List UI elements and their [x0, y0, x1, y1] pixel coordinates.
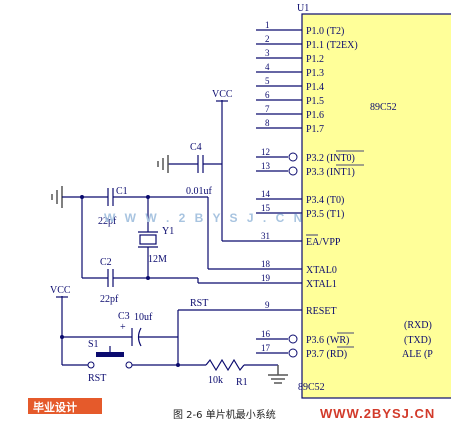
pin-num: 14	[261, 189, 271, 199]
pin-num: 5	[265, 76, 270, 86]
r1-value: 10k	[208, 375, 223, 386]
pin-num: 18	[261, 259, 271, 269]
pin-label: P1.4	[306, 82, 324, 93]
pin-label: P1.0 (T2)	[306, 26, 344, 37]
ground-symbol-reset	[268, 365, 288, 384]
c3-capacitor: + C3 10uf	[62, 311, 178, 347]
c2-ref: C2	[100, 257, 112, 268]
pin-label: P3.5 (T1)	[306, 209, 344, 220]
pin-num: 19	[261, 273, 271, 283]
chip-body	[301, 13, 451, 399]
vcc-left-label: VCC	[50, 285, 71, 296]
c1-ref: C1	[116, 186, 128, 197]
c4-value: 0.01uf	[186, 186, 213, 197]
pin-label: P3.4 (T0)	[306, 195, 344, 206]
s1-switch: S1 RST	[62, 339, 178, 384]
y1-crystal: Y1 12M	[138, 197, 174, 278]
c1-capacitor: C1 22pf	[62, 186, 208, 227]
pin-num: 3	[265, 48, 270, 58]
y1-ref: Y1	[162, 226, 174, 237]
pin-label: P1.5	[306, 96, 324, 107]
vcc-top-label: VCC	[212, 89, 233, 100]
pin-lines	[222, 29, 302, 354]
chip-name: 89C52	[370, 102, 397, 113]
c2-value: 22pf	[100, 294, 119, 305]
pin-label: XTAL1	[306, 279, 337, 290]
watermark-text: W W W . 2 B Y S J . C N	[104, 211, 305, 225]
ground-symbol-crystal	[51, 186, 63, 208]
pin-num: 9	[265, 300, 270, 310]
vcc-left-symbol: VCC	[50, 285, 71, 365]
s1-ref: S1	[88, 339, 99, 350]
pin-num: 4	[265, 62, 270, 72]
pin-num: 16	[261, 329, 271, 339]
pin-num: 15	[261, 203, 271, 213]
pin-label: P3.6 (WR)	[306, 335, 349, 346]
logo-text: 毕业设计	[33, 400, 77, 414]
right-side-labels: (RXD) (TXD) ALE (P	[402, 320, 433, 360]
right-label: (RXD)	[404, 320, 432, 331]
inversion-bubbles	[288, 152, 298, 358]
pin-label: RESET	[306, 306, 337, 317]
c1-value: 22pf	[98, 216, 117, 227]
pin-label: XTAL0	[306, 265, 337, 276]
overbars	[306, 150, 364, 348]
vcc-top-symbol: VCC	[212, 89, 233, 241]
pin-num: 31	[261, 231, 270, 241]
pin-num: 17	[261, 343, 271, 353]
right-label: ALE (P	[402, 349, 433, 360]
pin-label: P1.7	[306, 124, 324, 135]
c3-ref: C3	[118, 311, 130, 322]
chip-bottom-name: 89C52	[298, 382, 325, 393]
chip-ref: U1	[297, 3, 309, 14]
pin-num: 13	[261, 161, 271, 171]
pin-label: P1.1 (T2EX)	[306, 40, 358, 51]
pin-label: P3.3 (INT1)	[306, 167, 355, 178]
ground-symbol-c4	[157, 155, 169, 173]
footer-logo: 毕业设计	[28, 398, 102, 414]
c4-ref: C4	[190, 142, 202, 153]
c3-value: 10uf	[134, 312, 153, 323]
c4-capacitor: C4 0.01uf	[168, 142, 222, 197]
r1-ref: R1	[236, 377, 248, 388]
pin-label: P1.6	[306, 110, 324, 121]
pin-label: P1.2	[306, 54, 324, 65]
y1-value: 12M	[148, 254, 167, 265]
right-label: (TXD)	[404, 335, 431, 346]
pin-num: 1	[265, 20, 270, 30]
pin-label: EA/VPP	[306, 237, 341, 248]
r1-resistor: 10k R1	[178, 358, 278, 388]
s1-value: RST	[88, 373, 106, 384]
footer-url: WWW.2BYSJ.CN	[320, 406, 435, 421]
pin-label: P1.3	[306, 68, 324, 79]
pin-num: 8	[265, 118, 270, 128]
pin-label: P3.7 (RD)	[306, 349, 347, 360]
pin-numbers: 1 2 3 4 5 6 7 8 12 13 14 15 31 18 19 9 1…	[261, 20, 271, 353]
c3-plus: +	[120, 322, 126, 333]
pin-label: P3.2 (INT0)	[306, 153, 355, 164]
pin-num: 2	[265, 34, 270, 44]
figure-caption: 图 2-6 单片机最小系统	[173, 408, 276, 421]
rst-net-label: RST	[190, 298, 208, 309]
c2-capacitor: C2 22pf	[82, 257, 198, 305]
pin-labels: P1.0 (T2) P1.1 (T2EX) P1.2 P1.3 P1.4 P1.…	[306, 26, 358, 360]
pin-num: 7	[265, 104, 270, 114]
pin-num: 12	[261, 147, 270, 157]
pin-num: 6	[265, 90, 270, 100]
